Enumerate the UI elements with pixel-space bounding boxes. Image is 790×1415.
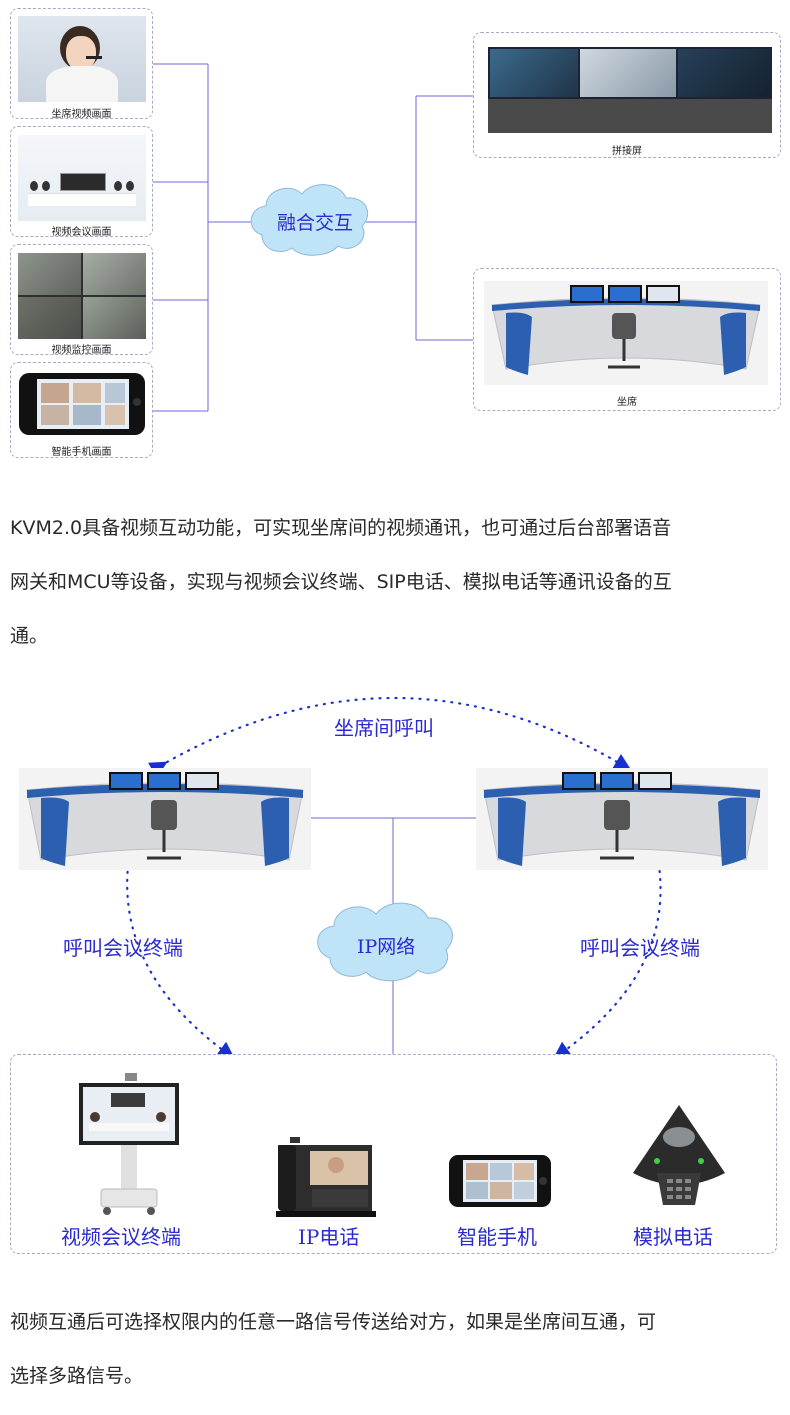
bottom-diagram: 坐席间呼叫 IP网络 呼叫会议终端 呼叫会议终端 <box>0 670 790 1270</box>
hub-cloud <box>250 184 368 256</box>
hub-label: 融合交互 <box>277 212 354 234</box>
left-card-conference: 视频会议画面 <box>10 126 153 238</box>
video-wall-photo <box>488 47 772 133</box>
console-desk-photo <box>484 281 768 385</box>
smartphone-icon <box>449 1155 551 1207</box>
device-label: 视频会议终端 <box>61 1225 181 1249</box>
paragraph-1-line-2: 网关和MCU等设备，实现与视频会议终端、SIP电话、模拟电话等通讯设备的互 <box>10 571 672 593</box>
console-right-photo <box>476 768 768 870</box>
device-label: 模拟电话 <box>633 1225 713 1249</box>
device-label: 智能手机 <box>457 1225 537 1249</box>
paragraph-1: KVM2.0具备视频互动功能，可实现坐席间的视频通讯，也可通过后台部署语音 网关… <box>10 512 780 660</box>
right-card-console: 坐席 <box>473 268 781 411</box>
paragraph-2-line-1: 视频互通后可选择权限内的任意一路信号传送给对方，如果是坐席间互通，可 <box>10 1311 657 1333</box>
top-diagram: 坐席视频画面 视频会议画面 视频监控画面 <box>0 0 790 470</box>
headset-operator-photo <box>18 16 146 102</box>
left-card-label: 视频监控画面 <box>51 345 112 356</box>
top-arc-label: 坐席间呼叫 <box>334 716 434 740</box>
conference-room-photo <box>18 135 146 221</box>
smartphone-photo <box>19 373 145 435</box>
device-label: IP电话 <box>298 1225 360 1249</box>
left-card-smartphone: 智能手机画面 <box>10 362 153 458</box>
top-connectors <box>152 63 474 412</box>
paragraph-1-line-1: KVM2.0具备视频互动功能，可实现坐席间的视频通讯，也可通过后台部署语音 <box>10 517 672 539</box>
left-arc-label: 呼叫会议终端 <box>63 936 183 960</box>
ip-phone-icon <box>276 1135 376 1219</box>
left-card-label: 视频会议画面 <box>51 227 112 238</box>
conference-speakerphone-icon <box>629 1101 729 1211</box>
right-card-label: 拼接屏 <box>612 146 642 157</box>
hub-label: IP网络 <box>357 936 416 958</box>
left-card-label: 坐席视频画面 <box>51 109 112 120</box>
ip-network-cloud <box>317 902 453 982</box>
left-card-label: 智能手机画面 <box>51 447 112 458</box>
console-left-photo <box>19 768 311 870</box>
right-card-label: 坐席 <box>617 397 637 408</box>
conference-terminal-icon <box>77 1073 181 1217</box>
devices-panel: 视频会议终端 IP电话 <box>10 1054 777 1254</box>
right-card-video-wall: 拼接屏 <box>473 32 781 158</box>
left-card-surveillance: 视频监控画面 <box>10 244 153 356</box>
paragraph-2: 视频互通后可选择权限内的任意一路信号传送给对方，如果是坐席间互通，可 选择多路信… <box>10 1306 780 1400</box>
surveillance-grid-photo <box>18 253 146 339</box>
left-card-operator: 坐席视频画面 <box>10 8 153 120</box>
right-arc-label: 呼叫会议终端 <box>580 936 700 960</box>
paragraph-1-line-3: 通。 <box>10 625 49 647</box>
paragraph-2-line-2: 选择多路信号。 <box>10 1365 144 1387</box>
